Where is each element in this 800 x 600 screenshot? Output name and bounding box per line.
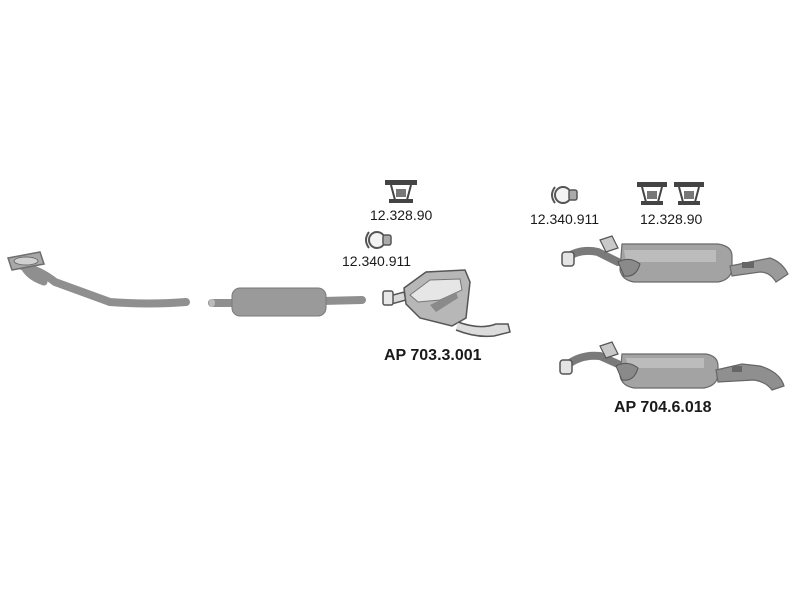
middle-silencer: [208, 287, 366, 317]
label-clamp-rear: 12.340.911: [530, 211, 600, 227]
rubber-hanger-front: [385, 180, 417, 203]
rear-silencer-ap704: [559, 341, 785, 391]
label-front-silencer-code: AP 703.3.001: [384, 347, 482, 364]
rubber-hanger-rear-1: [637, 182, 667, 205]
exhaust-clamp-front: [365, 231, 392, 249]
rear-silencer-ap703: [382, 269, 511, 338]
rear-silencer-upper: [561, 235, 789, 283]
front-down-pipe: [7, 251, 190, 308]
exhaust-clamp-rear: [551, 186, 578, 204]
label-clamp-front: 12.340.911: [342, 253, 412, 269]
rubber-hanger-rear-2: [674, 182, 704, 205]
label-hanger-rear: 12.328.90: [640, 211, 703, 227]
label-rear-silencer-code: AP 704.6.018: [614, 399, 712, 416]
label-hanger-front: 12.328.90: [370, 207, 433, 223]
